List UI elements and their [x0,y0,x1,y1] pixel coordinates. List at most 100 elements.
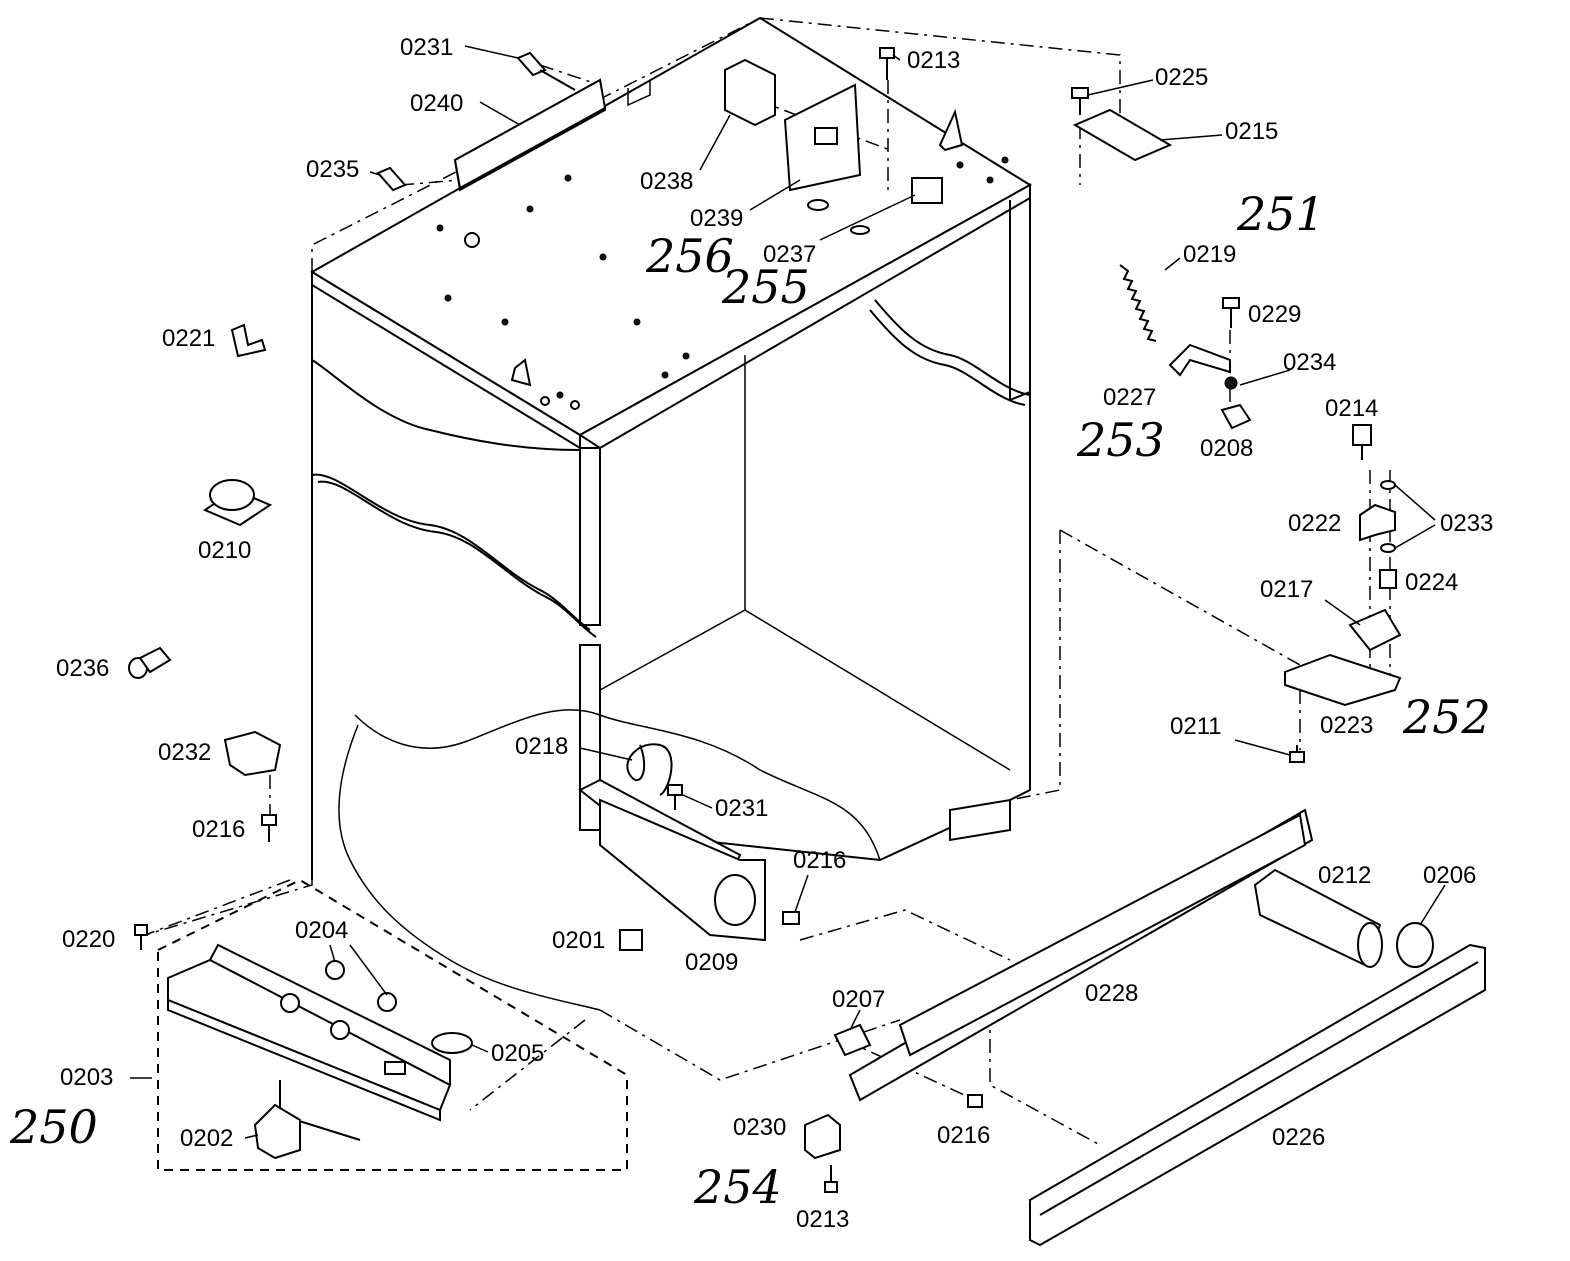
label-0232: 0232 [158,739,211,766]
label-0208: 0208 [1200,435,1253,462]
label-0235: 0235 [306,156,359,183]
label-0210: 0210 [198,537,251,564]
label-0215: 0215 [1225,118,1278,145]
screw-0225 [1071,87,1089,115]
label-0222: 0222 [1288,510,1341,537]
drain-pan-0228 [848,808,1314,1102]
label-0209: 0209 [685,949,738,976]
label-0236: 0236 [56,655,109,682]
label-0214: 0214 [1325,395,1378,422]
bracket-0227 [1168,343,1231,377]
leveler-0236 [128,646,172,679]
screw-0229 [1222,297,1240,328]
washer-0234 [1224,376,1238,390]
leader-lines [130,45,1446,1139]
label-0238: 0238 [640,168,693,195]
label-0202: 0202 [180,1125,233,1152]
screw-0216-mid [782,911,800,925]
label-0216-bottom: 0216 [937,1122,990,1149]
label-0207: 0207 [832,986,885,1013]
label-0225: 0225 [1155,64,1208,91]
cable-clamp-0210 [202,479,273,527]
label-0221: 0221 [162,325,215,352]
spring-0219 [1119,264,1157,342]
handwritten-255: 255 [721,260,810,314]
label-0228: 0228 [1085,980,1138,1007]
handwritten-annotations: 250 251 252 253 254 255 256 [9,187,1491,1214]
screw-0213-top [879,47,895,80]
clip-0221 [230,323,267,358]
hinge-0222 [1359,503,1396,542]
label-0203: 0203 [60,1064,113,1091]
label-0201: 0201 [552,927,605,954]
kickplate-0226 [1029,943,1486,1247]
bracket-0240 [453,78,607,190]
pin-0214 [1352,424,1372,460]
label-0230: 0230 [733,1114,786,1141]
handwritten-252: 252 [1402,690,1491,744]
label-0205: 0205 [491,1040,544,1067]
base-frame-assembly [157,878,628,1171]
duct-0209 [578,778,766,942]
clip-0201 [619,929,643,951]
handwritten-254: 254 [693,1160,782,1214]
clip-0207 [833,1023,872,1057]
screw-0213-bottom [824,1165,838,1193]
label-0213-bottom: 0213 [796,1206,849,1233]
bracket-0232 [223,730,282,777]
label-0233: 0233 [1440,510,1493,537]
label-0224: 0224 [1405,569,1458,596]
screw-0220 [134,924,148,950]
clamp-0202 [253,1103,301,1160]
bushing-0224 [1379,569,1397,589]
label-0223: 0223 [1320,712,1373,739]
bracket-0239 [783,83,862,192]
nut-0208 [1220,403,1252,430]
screw-0231-top [516,51,576,91]
part-labels: 0231 0240 0235 0213 0238 0239 0237 0225 … [56,34,1493,1233]
screw-0211 [1289,745,1305,763]
handwritten-256: 256 [645,229,734,283]
hinge-0217 [1348,608,1402,652]
label-0212: 0212 [1318,862,1371,889]
gasket-0205 [431,1032,473,1054]
label-0239: 0239 [690,205,743,232]
label-0237: 0237 [763,241,816,268]
handwritten-253: 253 [1076,413,1165,467]
label-0220: 0220 [62,926,115,953]
label-0213-top: 0213 [907,47,960,74]
wire-0218 [626,743,673,796]
label-0219: 0219 [1183,241,1236,268]
label-0217: 0217 [1260,576,1313,603]
hinge-plate-0215 [1072,108,1173,162]
label-0227: 0227 [1103,384,1156,411]
fan-blade-0206 [1396,922,1434,968]
label-0218: 0218 [515,733,568,760]
label-0234: 0234 [1283,349,1336,376]
screw-0216-bottom [967,1094,983,1108]
label-0211: 0211 [1170,713,1222,740]
hinge-plate-0223 [1284,653,1402,707]
condenser-fan-0212 [1253,868,1383,968]
assembly-lines [144,17,1391,1146]
screw-0235 [376,166,407,192]
bracket-0230 [804,1113,841,1160]
label-0216-mid: 0216 [793,847,846,874]
label-0231-top: 0231 [400,34,453,61]
grommets-0204 [325,960,397,1012]
label-0204: 0204 [295,917,348,944]
screw-0216-left [261,814,277,842]
label-0229: 0229 [1248,301,1301,328]
label-0206: 0206 [1423,862,1476,889]
handwritten-251: 251 [1236,187,1325,241]
label-0231-mid: 0231 [715,795,768,822]
label-0216-left: 0216 [192,816,245,843]
screw-0231-mid [667,784,683,810]
washers-0233 [1380,480,1396,553]
clip-0237 [911,177,943,204]
bracket-0238 [724,58,776,127]
handwritten-250: 250 [9,1100,98,1154]
label-0240: 0240 [410,90,463,117]
label-0226: 0226 [1272,1124,1325,1151]
